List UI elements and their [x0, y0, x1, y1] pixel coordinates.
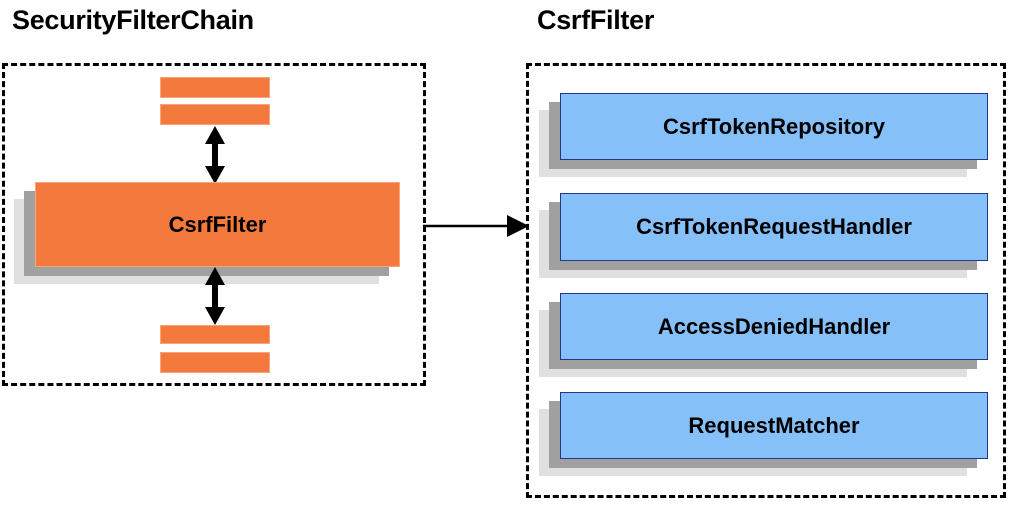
- node-label: CsrfTokenRequestHandler: [560, 193, 988, 261]
- node-csrf-token-repository[interactable]: CsrfTokenRepository: [539, 93, 988, 177]
- panel-link-arrow-icon: [423, 215, 529, 237]
- node-label: RequestMatcher: [560, 392, 988, 459]
- csrf-filter-collaborators-panel: [526, 63, 1006, 498]
- filter-bar-bottom-1: [160, 325, 270, 344]
- security-filter-chain-panel: [2, 63, 426, 386]
- node-request-matcher[interactable]: RequestMatcher: [539, 392, 988, 476]
- filter-bar-top-1: [160, 77, 270, 98]
- node-label: CsrfTokenRepository: [560, 93, 988, 160]
- page-title-csrf-filter: CsrfFilter: [537, 5, 655, 35]
- node-label: AccessDeniedHandler: [560, 293, 988, 360]
- page-title-security-filter-chain: SecurityFilterChain: [12, 5, 254, 35]
- bottom-double-arrow-icon: [205, 267, 225, 325]
- top-double-arrow-icon: [205, 126, 225, 184]
- node-csrf-filter-label: CsrfFilter: [35, 182, 400, 267]
- node-csrf-filter[interactable]: CsrfFilter: [14, 182, 400, 284]
- node-csrf-token-request-handler[interactable]: CsrfTokenRequestHandler: [539, 193, 988, 278]
- node-access-denied-handler[interactable]: AccessDeniedHandler: [539, 293, 988, 377]
- filter-bar-bottom-2: [160, 352, 270, 373]
- filter-bar-top-2: [160, 104, 270, 125]
